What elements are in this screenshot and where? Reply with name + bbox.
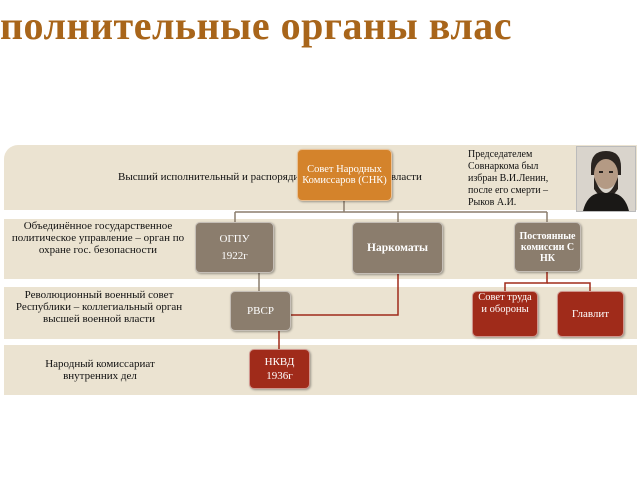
nkvd-box[interactable]: НКВД 1936г <box>249 349 310 389</box>
connector-permanent-children <box>504 272 548 291</box>
rvsr-box[interactable]: РВСР <box>230 291 291 331</box>
chairman-note-line3: избран В.И.Ленин, <box>468 173 549 184</box>
permanent-commissions-label: Постоянные комиссии СНК <box>519 230 576 264</box>
sto-box[interactable]: Совет труда и обороны <box>472 291 538 337</box>
chairman-note-line4: после его смерти – <box>468 185 549 196</box>
nkvd-description: Народный комиссариат внутренних дел <box>45 358 155 382</box>
glavlit-label: Главлит <box>571 308 610 320</box>
nkvd-label: НКВД <box>264 356 295 368</box>
snk-label: Совет Народных Комиссаров (СНК) <box>302 164 387 186</box>
portrait-svg <box>583 151 629 211</box>
chairman-note-line2: Совнаркома был <box>468 161 539 172</box>
page-title: полнительные органы влас <box>0 3 513 48</box>
chairman-note: Председателем Совнаркома был избран В.И.… <box>468 149 583 209</box>
ogpu-description: Объединённое государственное политическо… <box>11 220 185 256</box>
portrait-image <box>576 146 636 212</box>
permanent-commissions-box[interactable]: Постоянные комиссии СНК <box>514 222 581 272</box>
ogpu-label: ОГПУ <box>219 232 250 245</box>
rvsr-label: РВСР <box>247 305 274 317</box>
narkomaty-box[interactable]: Наркоматы <box>352 222 443 274</box>
ogpu-box[interactable]: ОГПУ 1922г <box>195 222 274 273</box>
snk-box[interactable]: Совет Народных Комиссаров (СНК) <box>297 149 392 201</box>
sto-label: Совет труда и обороны <box>478 292 532 315</box>
rvsr-description: Революционный военный совет Республики –… <box>15 289 183 325</box>
narkomaty-label: Наркоматы <box>367 241 428 254</box>
glavlit-box[interactable]: Главлит <box>557 291 624 337</box>
chairman-note-line5: Рыков А.И. <box>468 197 517 208</box>
ogpu-year: 1922г <box>221 249 248 262</box>
connector-narkomaty-nkvd <box>278 274 399 349</box>
connector-permanent-glavlit <box>547 282 591 291</box>
nkvd-year: 1936г <box>266 370 293 382</box>
band-nkvd <box>4 345 637 395</box>
chairman-note-line1: Председателем <box>468 149 533 160</box>
